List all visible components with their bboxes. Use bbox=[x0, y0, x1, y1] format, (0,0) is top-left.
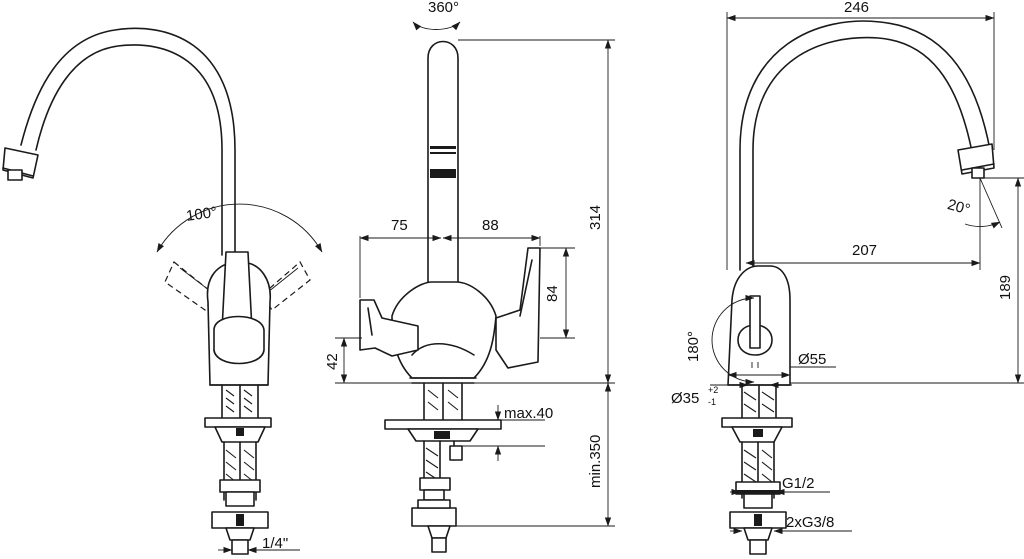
left-side-view: 100° 1/4" bbox=[2, 27, 323, 555]
right-side-view: 180° 246 20° 207 189 bbox=[671, 0, 1024, 555]
total-height-label: 314 bbox=[587, 205, 604, 230]
total-width-label: 246 bbox=[844, 0, 869, 16]
lever-rotation-label: 180° bbox=[685, 331, 702, 362]
swivel-angle-label: 100° bbox=[185, 204, 218, 225]
base-height-label: 42 bbox=[324, 353, 341, 370]
hole-diameter-label: Ø35 bbox=[671, 390, 699, 407]
hose-thread-label: 2xG3/8 bbox=[786, 514, 834, 531]
rotation-label: 360° bbox=[428, 0, 459, 16]
reach-label: 207 bbox=[852, 242, 877, 259]
height-label: 189 bbox=[997, 275, 1014, 300]
tolerance-plus-label: +2 bbox=[708, 385, 718, 395]
body-diameter-label: Ø55 bbox=[798, 351, 826, 368]
lever-height-label: 84 bbox=[544, 285, 561, 302]
thread-label: G1/2 bbox=[782, 475, 815, 492]
spout-angle-label: 20° bbox=[946, 196, 972, 218]
tolerance-minus-label: -1 bbox=[708, 397, 716, 407]
left-offset-label: 75 bbox=[391, 217, 408, 234]
min-length-label: min.350 bbox=[587, 435, 604, 488]
max-deck-label: max.40 bbox=[504, 405, 553, 422]
connection-size-label: 1/4" bbox=[262, 535, 288, 552]
right-offset-label: 88 bbox=[482, 217, 499, 234]
front-view: 360° bbox=[324, 0, 615, 553]
